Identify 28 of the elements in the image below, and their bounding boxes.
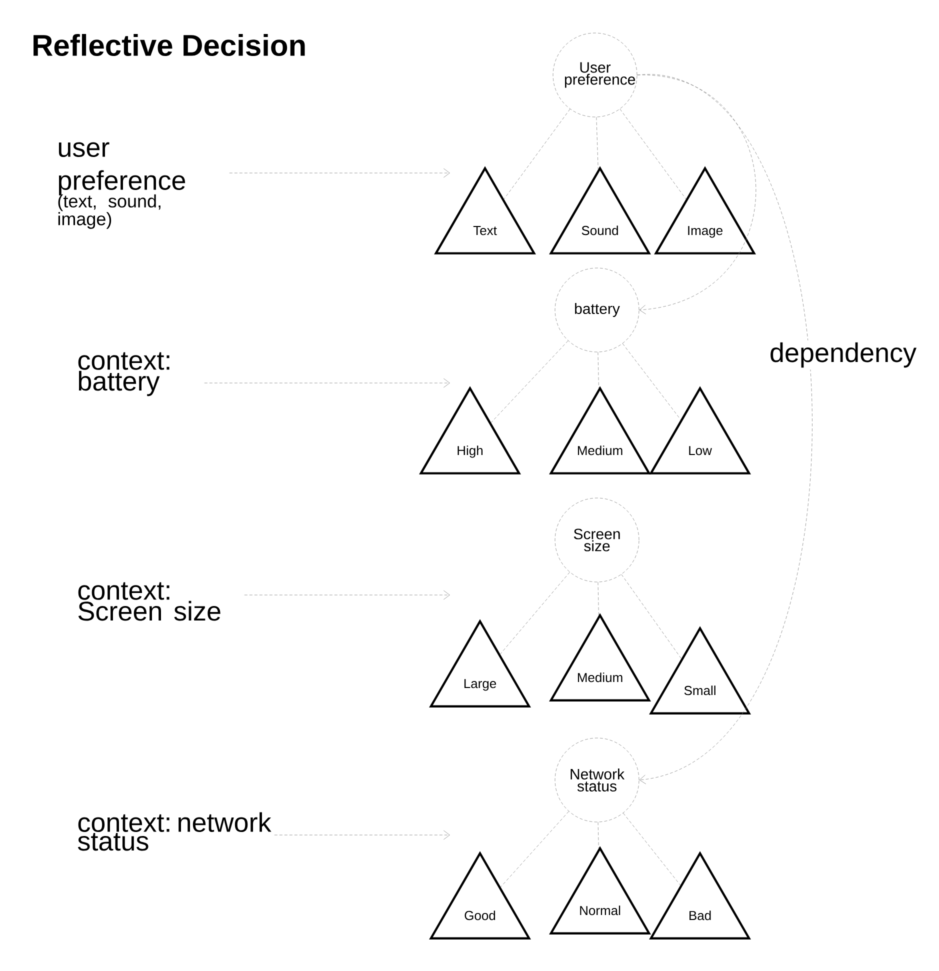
title: Reflective Decision	[34, 34, 305, 56]
connector-line	[620, 108, 686, 200]
connector-line	[504, 108, 570, 200]
circle-node: User preference	[552, 32, 638, 118]
side-label: user preference (text, sound, image)	[58, 142, 186, 229]
arrow	[274, 830, 450, 840]
circle-node: Network status	[554, 738, 640, 822]
side-label: context: network status	[78, 812, 272, 851]
arrow	[244, 590, 450, 600]
circle-node: Screen size	[554, 498, 640, 582]
connector-line	[500, 572, 570, 654]
arrow	[204, 378, 450, 388]
arrow	[637, 74, 812, 784]
circle-node: battery	[554, 268, 640, 352]
connector-line	[490, 340, 568, 423]
side-label: context: Screen size	[78, 582, 220, 621]
arrow	[229, 168, 450, 178]
connector-line	[596, 116, 598, 170]
edge-label: dependency	[767, 340, 919, 370]
connector-line	[598, 822, 599, 849]
connector-line	[598, 582, 599, 616]
connector-line	[623, 812, 681, 886]
connector-line	[621, 574, 682, 659]
side-label: context: battery	[78, 352, 170, 396]
arrow	[637, 74, 756, 314]
connector-line	[622, 343, 681, 420]
connector-line	[500, 811, 569, 888]
connector-line	[598, 352, 599, 388]
